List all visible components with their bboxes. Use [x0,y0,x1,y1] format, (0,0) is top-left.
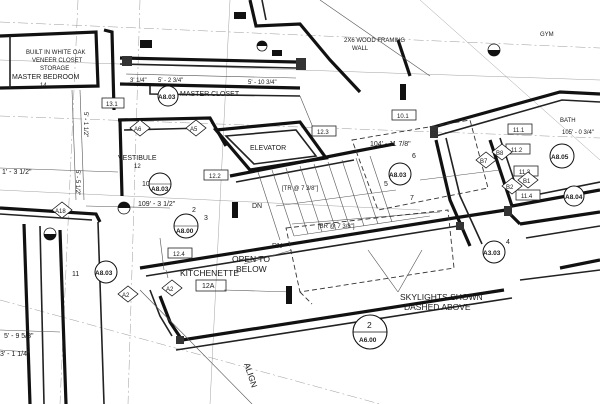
dim-10: 5' - 1 1/2" [82,112,88,137]
dim-5: 109' - 3 1/2" [138,201,176,208]
small-tags: A2 A2 A6 A5 A18 B1 B2 B7 B8 [51,119,539,303]
room-master-bedroom-number: 14 [40,83,47,89]
plan-notes: OPEN TO BELOW SKYLIGHTS SHOWN DASHED ABO… [232,186,483,389]
room-kitchenette-number: 12A [202,283,215,290]
key-11-1: 11.1 [513,128,525,134]
key-10-1: 10.1 [397,114,409,120]
tag-a2-2: A2 [166,287,174,293]
note-below: BELOW [236,264,267,274]
leader-lines [139,169,501,404]
key-13-1: 13.1 [106,102,118,108]
tag-a600: A6.00 [359,337,377,344]
num-5: 5 [384,181,388,188]
keynote-boxes: 13.1 12.2 12.3 12.4 10.1 11.1 11.2 11.3 … [101,97,541,259]
dim-8: 5' - 9 5/8" [4,333,34,340]
room-wall: WALL [352,46,369,52]
dim-3: 5' - 10 3/4" [248,80,277,86]
num-10: 10 [142,181,150,188]
room-veneer: VENEER CLOSET [32,58,83,64]
wall-markers [140,12,406,304]
dim-7: 105' - 0 3/4" [562,130,594,136]
room-kitchenette: KITCHENETTE [180,268,239,278]
dim-2: 5' - 2 3/4" [158,78,183,84]
tag-a803-2: A8.03 [95,270,113,277]
tag-a805: A8.05 [551,154,569,161]
tag-b7: B7 [480,159,488,165]
note-align: ALIGN [242,362,259,389]
detail-tags: A8.03 A8.03 A8.03 A8.03 A8.00 A8.05 A8.0… [94,85,585,350]
tag-a800: A8.00 [176,228,194,235]
room-elevator: ELEVATOR [250,145,286,152]
room-wood-framing: 2X6 WOOD FRAMING [344,38,405,44]
key-11-2: 11.2 [511,148,523,154]
columns [122,56,512,344]
tag-a2-1: A2 [122,293,130,299]
skylight-outlines [285,119,489,305]
tag-a600-number: 2 [367,320,372,330]
section-markers [43,40,501,241]
stair-treads [257,155,441,241]
note-dn-2: DN [272,243,282,250]
num-4: 4 [506,239,510,246]
room-gym: GYM [540,32,554,38]
note-br: [BR @ 7 3/8"] [318,224,355,230]
num-3: 3 [204,215,208,222]
tag-b1: B1 [523,179,531,185]
note-dn-1: DN [252,203,262,210]
dimension-lines [0,73,297,353]
dimension-labels: 3' 1/4" 5' - 2 3/4" 5' - 10 3/4" 1' - 3 … [0,78,594,358]
dim-6: 104' - 11 7/8" [370,141,411,148]
room-built-in: BUILT IN WHITE OAK [26,50,85,56]
tag-b2: B2 [506,185,514,191]
tag-a803-3: A8.03 [389,172,407,179]
room-vestibule: VESTIBULE [118,155,157,162]
tag-a804: A8.04 [565,194,583,201]
dim-1: 3' 1/4" [130,78,147,84]
tag-a5: A5 [190,127,198,133]
tag-a803-1: A8.03 [151,186,169,193]
num-6: 6 [412,153,416,160]
elevation-numbers: 10 11 2 3 4 5 6 7 [72,153,510,278]
room-master-closet: MASTER CLOSET [180,91,240,98]
num-7: 7 [410,195,414,202]
note-tr: [TR @ 7 3/8"] [282,186,319,192]
num-2: 2 [192,207,196,214]
room-bath: BATH [560,118,576,124]
num-11: 11 [72,271,79,278]
tag-a303: A3.03 [483,250,501,257]
key-11-3: 11.3 [519,170,531,176]
tag-a803-4: A8.03 [158,94,176,101]
key-12-2: 12.2 [209,174,221,180]
tag-a6: A6 [134,127,142,133]
tag-a18: A18 [55,209,66,215]
dim-9: 3' - 1 1/4" [0,351,30,358]
dim-11: 5' - 5 1/2" [74,170,80,195]
note-dashed-above: DASHED ABOVE [404,302,471,312]
key-12-4: 12.4 [173,252,185,258]
tag-b8: B8 [496,151,504,157]
dim-4: 1' - 3 1/2" [2,169,32,176]
room-master-bedroom: MASTER BEDROOM [12,74,79,81]
room-labels: BUILT IN WHITE OAK VENEER CLOSET STORAGE… [12,32,576,292]
note-skylights: SKYLIGHTS SHOWN [400,292,483,302]
note-open-to: OPEN TO [232,254,270,264]
key-12-3: 12.3 [317,130,329,136]
key-11-4: 11.4 [521,194,533,200]
room-storage: STORAGE [40,66,69,72]
room-vestibule-number: 12 [134,164,141,170]
